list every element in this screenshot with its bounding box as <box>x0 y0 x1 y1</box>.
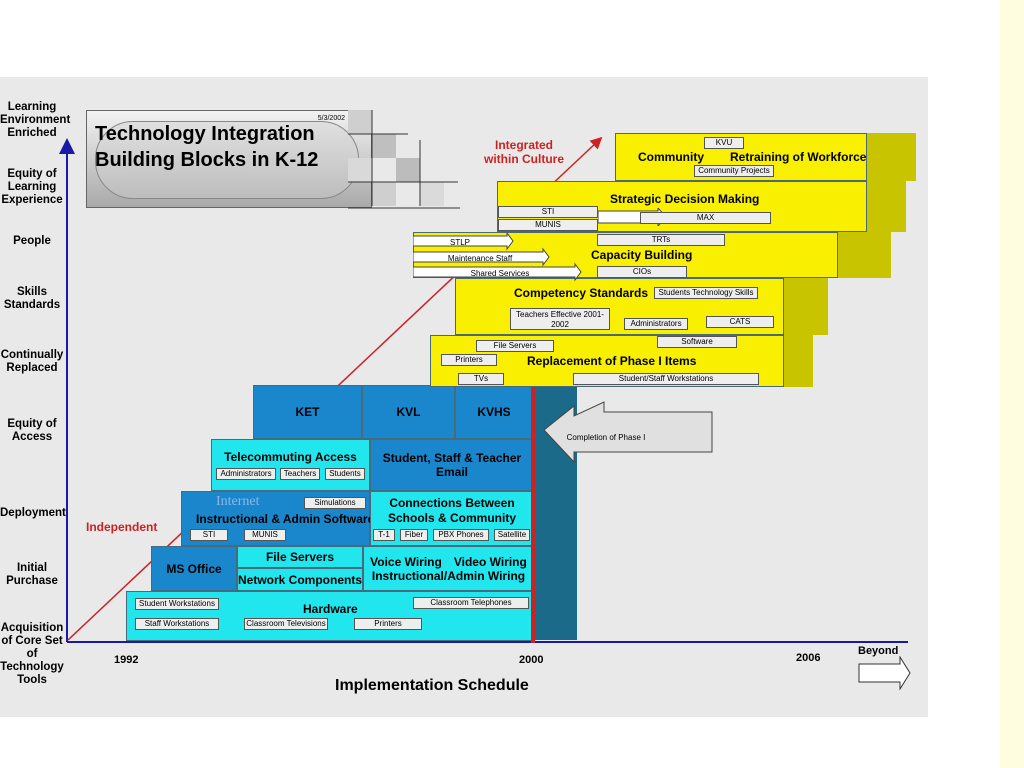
capacity-item-maintenance: Maintenance Staff <box>447 254 513 263</box>
connection-item-t1: T-1 <box>373 529 395 541</box>
telecommuting-item-students: Students <box>325 468 365 480</box>
replacement-item-workstations: Student/Staff Workstations <box>573 373 759 385</box>
capacity-item-shared-services: Shared Services <box>470 269 530 278</box>
replacement-item-software: Software <box>657 336 737 348</box>
file-servers-label: File Servers <box>265 550 335 564</box>
connection-item-fiber: Fiber <box>400 529 428 541</box>
community-item-kvu: KVU <box>704 137 744 149</box>
title-date: 5/3/2002 <box>317 115 345 122</box>
hardware-item-printers: Printers <box>354 618 422 630</box>
block-telecommuting: Telecommuting Access <box>211 439 370 491</box>
label-independent: Independent <box>86 520 158 534</box>
competency-item-teachers: Teachers Effective 2001-2002 <box>510 308 610 330</box>
replacement-item-tvs: TVs <box>458 373 504 385</box>
community-item-projects: Community Projects <box>694 165 774 177</box>
title-checker-decoration <box>348 110 460 209</box>
capacity-item-stlp: STLP <box>450 238 471 247</box>
software-item-munis: MUNIS <box>244 529 286 541</box>
block-network-components: Network Components <box>237 568 363 591</box>
voice-wiring-label: Voice Wiring <box>370 554 442 569</box>
replacement-item-file-servers: File Servers <box>476 340 554 352</box>
connection-item-pbx-phones: PBX Phones <box>433 529 489 541</box>
xtick-beyond: Beyond <box>858 645 899 657</box>
connection-item-satellite: Satellite <box>494 529 530 541</box>
ylabel-acquisition: Acquisition of Core Set of Technology To… <box>0 622 64 686</box>
block-ket: KET <box>253 385 362 439</box>
replacement-item-printers: Printers <box>441 354 497 366</box>
ylabel-learning-environment: Learning Environment Enriched <box>0 101 71 139</box>
community-label: Community <box>638 150 704 164</box>
capacity-side <box>837 232 891 278</box>
competency-item-cats: CATS <box>706 316 774 328</box>
hardware-label: Hardware <box>303 602 358 616</box>
internet-label: Internet <box>216 494 260 509</box>
title-line1: Technology Integration <box>95 123 315 145</box>
competency-item-administrators: Administrators <box>624 318 688 330</box>
strategic-item-munis: MUNIS <box>498 219 598 231</box>
software-item-simulations: Simulations <box>304 497 366 509</box>
ms-office-label: MS Office <box>166 561 222 576</box>
capacity-arrows <box>413 233 582 281</box>
strategic-side <box>866 181 906 232</box>
ket-label: KET <box>295 405 320 419</box>
competency-label: Competency Standards <box>514 286 649 300</box>
community-side <box>866 133 916 181</box>
competency-item-students-skills: Students Technology Skills <box>654 287 758 299</box>
capacity-item-cios: CIOs <box>597 266 687 278</box>
hardware-item-classroom-televisions: Classroom Televisions <box>244 618 328 630</box>
replacement-side <box>783 335 813 387</box>
xtick-1992: 1992 <box>114 654 139 666</box>
telecommuting-item-teachers: Teachers <box>280 468 320 480</box>
software-item-sti: STI <box>190 529 228 541</box>
ylabel-initial-purchase: Initial Purchase <box>6 562 58 587</box>
ylabel-people: People <box>13 235 51 247</box>
instr-admin-wiring-label: Instructional/Admin Wiring <box>371 568 526 583</box>
block-kvhs: KVHS <box>455 385 533 439</box>
kvhs-label: KVHS <box>477 405 511 419</box>
block-wiring: Voice Wiring Video Wiring Instructional/… <box>363 546 534 591</box>
beyond-arrow-icon <box>858 656 911 690</box>
side-strip <box>1000 0 1024 768</box>
retraining-label: Retraining of Workforce <box>730 150 867 164</box>
email-line1: Student, Staff & Teacher <box>382 451 522 465</box>
block-kvl: KVL <box>362 385 455 439</box>
email-line2: Email <box>435 465 468 479</box>
kvl-label: KVL <box>396 405 421 419</box>
telecommuting-label: Telecommuting Access <box>224 450 357 464</box>
ylabel-equity-access: Equity of Access <box>7 418 57 443</box>
label-integrated: Integrated within Culture <box>484 138 564 166</box>
hardware-item-staff-workstations: Staff Workstations <box>135 618 219 630</box>
strategic-item-max: MAX <box>640 212 771 224</box>
hardware-item-student-workstations: Student Workstations <box>135 598 219 610</box>
year-2000-marker <box>531 385 535 643</box>
replacement-label: Replacement of Phase I Items <box>527 354 697 368</box>
x-axis-title: Implementation Schedule <box>335 677 529 694</box>
video-wiring-label: Video Wiring <box>453 554 527 569</box>
competency-side <box>783 278 828 335</box>
strategic-label: Strategic Decision Making <box>610 192 760 206</box>
hardware-item-classroom-telephones: Classroom Telephones <box>413 597 529 609</box>
strategic-item-sti: STI <box>498 206 598 218</box>
xtick-2000: 2000 <box>519 654 544 666</box>
telecommuting-item-administrators: Administrators <box>216 468 276 480</box>
title-line2: Building Blocks in K-12 <box>95 149 319 171</box>
ylabel-equity-learning: Equity of Learning Experience <box>1 168 63 206</box>
connections-label: Connections Between Schools & Community <box>387 496 516 525</box>
completion-arrow-shape <box>543 401 713 464</box>
ylabel-deployment: Deployment <box>0 507 66 519</box>
block-file-servers: File Servers <box>237 546 363 568</box>
instr-admin-software-label: Instructional & Admin Software <box>196 512 375 526</box>
block-ms-office: MS Office <box>151 546 237 591</box>
xtick-2006: 2006 <box>796 652 821 664</box>
capacity-item-trts: TRTs <box>597 234 725 246</box>
ylabel-skills-standards: Skills Standards <box>3 286 61 311</box>
completion-label: Completion of Phase I <box>566 433 646 442</box>
capacity-label: Capacity Building <box>591 248 693 262</box>
network-components-label: Network Components <box>238 572 363 587</box>
title-box: Technology Integration Building Blocks i… <box>86 110 372 208</box>
ylabel-continually-replaced: Continually Replaced <box>0 349 64 374</box>
block-email: Student, Staff & Teacher Email <box>370 439 534 491</box>
